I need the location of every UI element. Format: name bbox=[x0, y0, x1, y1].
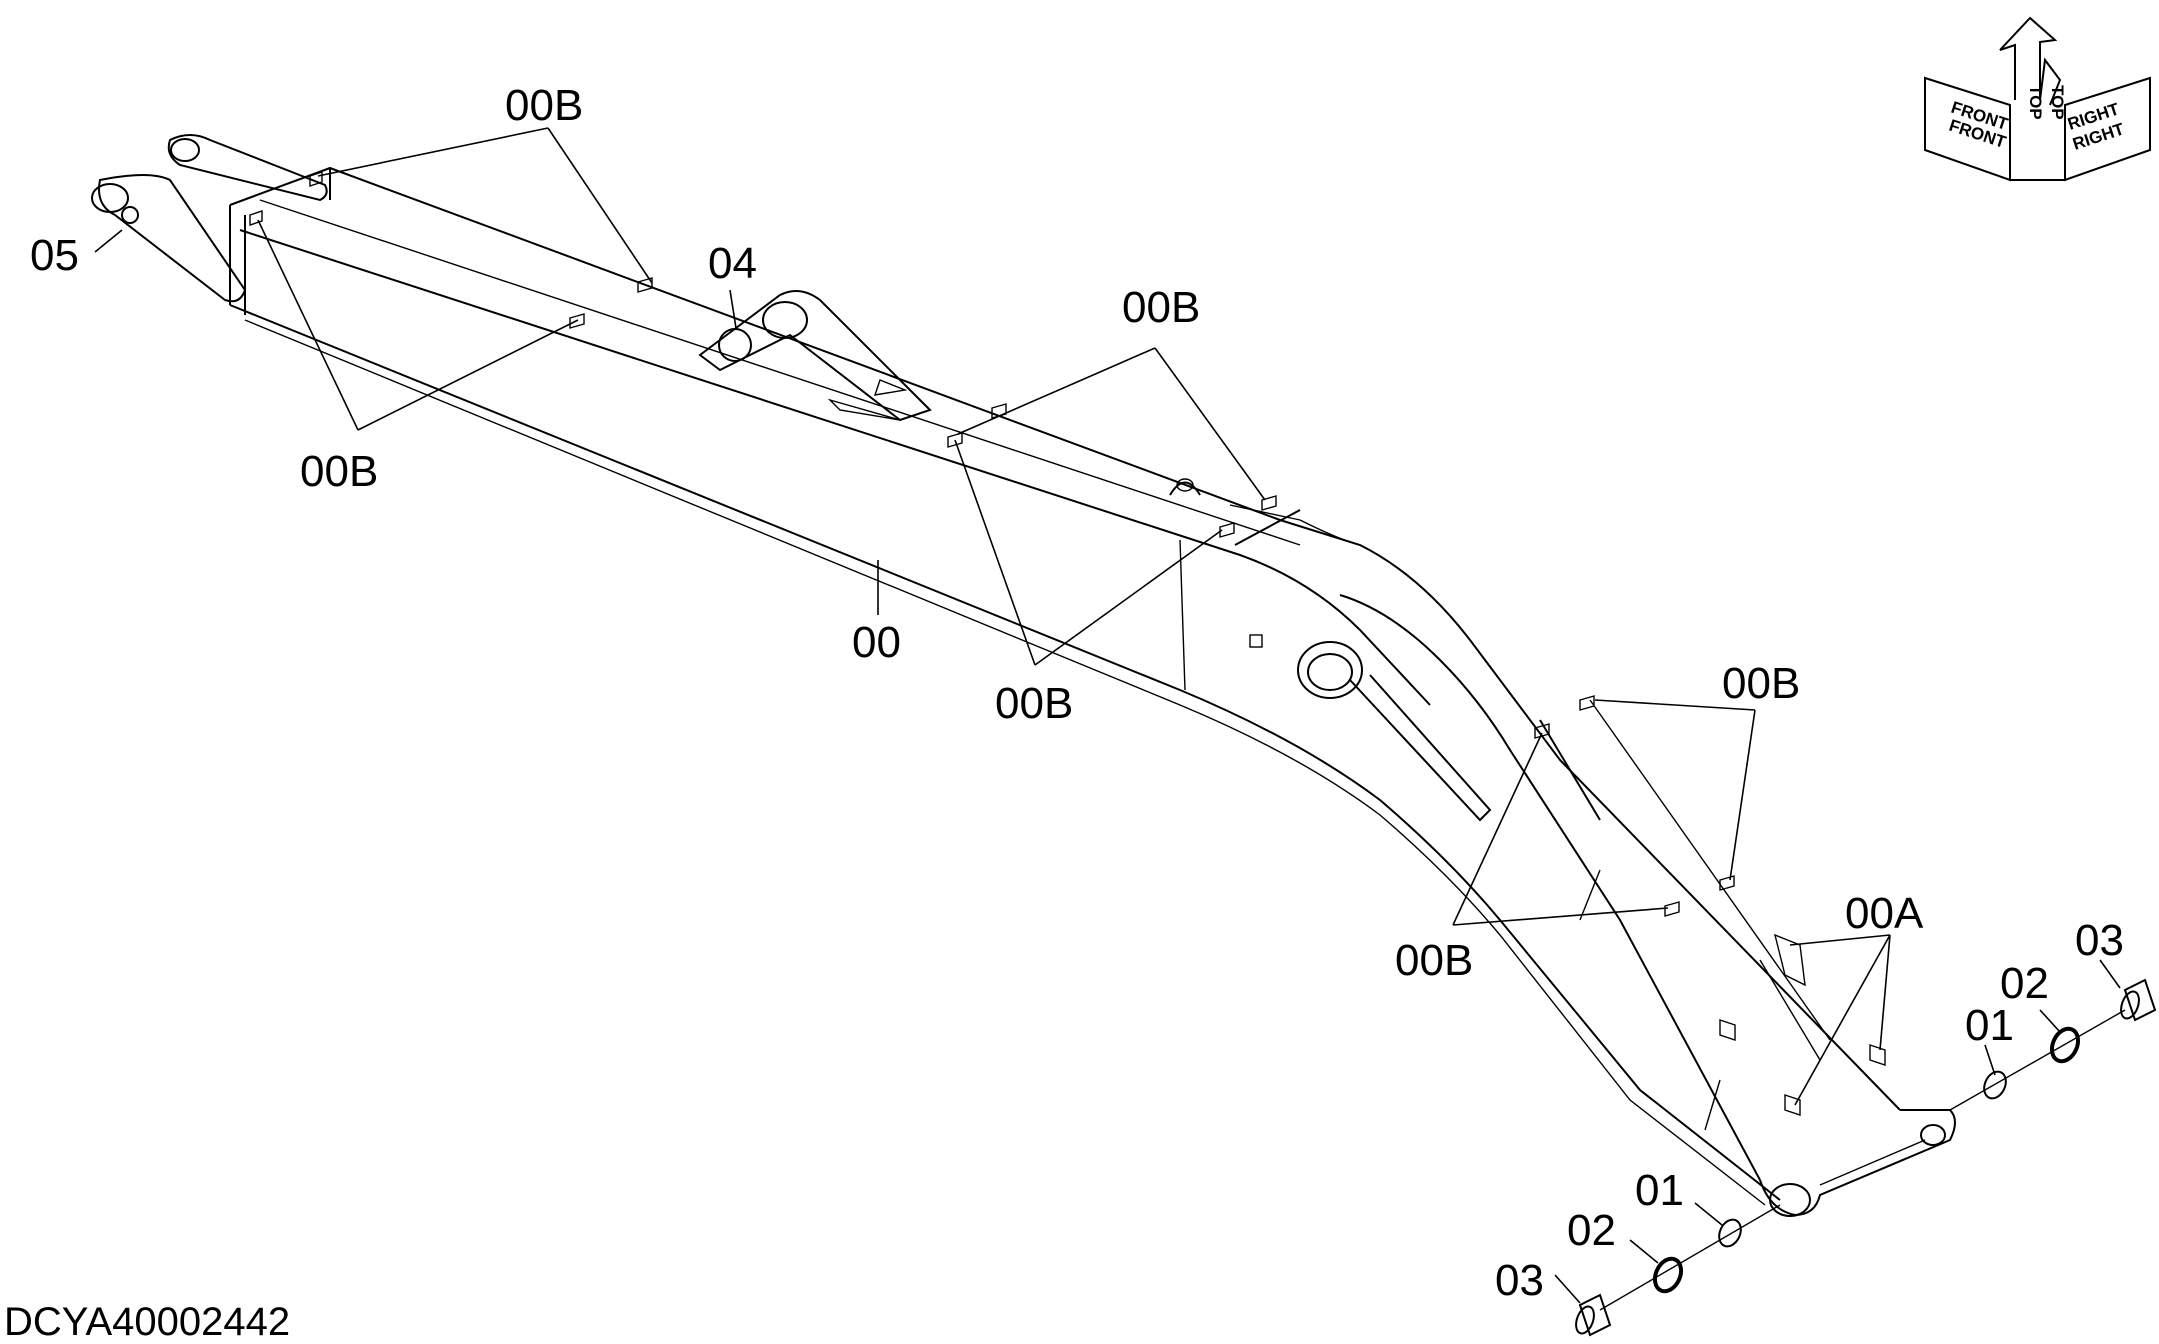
callout-05: 05 bbox=[30, 231, 79, 280]
callout-02-upper: 02 bbox=[2000, 959, 2049, 1008]
callout-00b-left: 00B bbox=[300, 447, 378, 496]
callout-03-lower: 03 bbox=[1495, 1256, 1544, 1305]
orient-label-top-2: TOP bbox=[2048, 85, 2067, 120]
boom-assembly bbox=[91, 134, 1956, 1217]
callout-00b-right: 00B bbox=[1722, 659, 1800, 708]
orient-label-top-1: TOP bbox=[2026, 85, 2045, 120]
callout-01-lower: 01 bbox=[1635, 1166, 1684, 1215]
pin-hardware-lower bbox=[1575, 1204, 1781, 1337]
callout-00b-center: 00B bbox=[995, 679, 1073, 728]
callout-00b-top: 00B bbox=[505, 81, 583, 130]
callout-01-upper: 01 bbox=[1965, 1001, 2014, 1050]
callout-labels: 05 00B 04 00B 00B 00 00B 00B 00B 00A 01 … bbox=[30, 81, 2124, 1305]
leader-lines bbox=[94, 127, 2121, 1304]
callout-04: 04 bbox=[708, 239, 757, 288]
callout-00b-lower: 00B bbox=[1395, 936, 1473, 985]
pin-hardware-upper bbox=[1949, 978, 2157, 1111]
callout-00: 00 bbox=[852, 618, 901, 667]
callout-00a: 00A bbox=[1845, 889, 1924, 938]
orientation-indicator-icon: FRONT FRONT TOP TOP RIGHT RIGHT bbox=[1924, 16, 2151, 182]
callout-00b-mid: 00B bbox=[1122, 283, 1200, 332]
callout-03-upper: 03 bbox=[2075, 916, 2124, 965]
drawing-id: DCYA40002442 bbox=[4, 1300, 290, 1344]
callout-02-lower: 02 bbox=[1567, 1206, 1616, 1255]
